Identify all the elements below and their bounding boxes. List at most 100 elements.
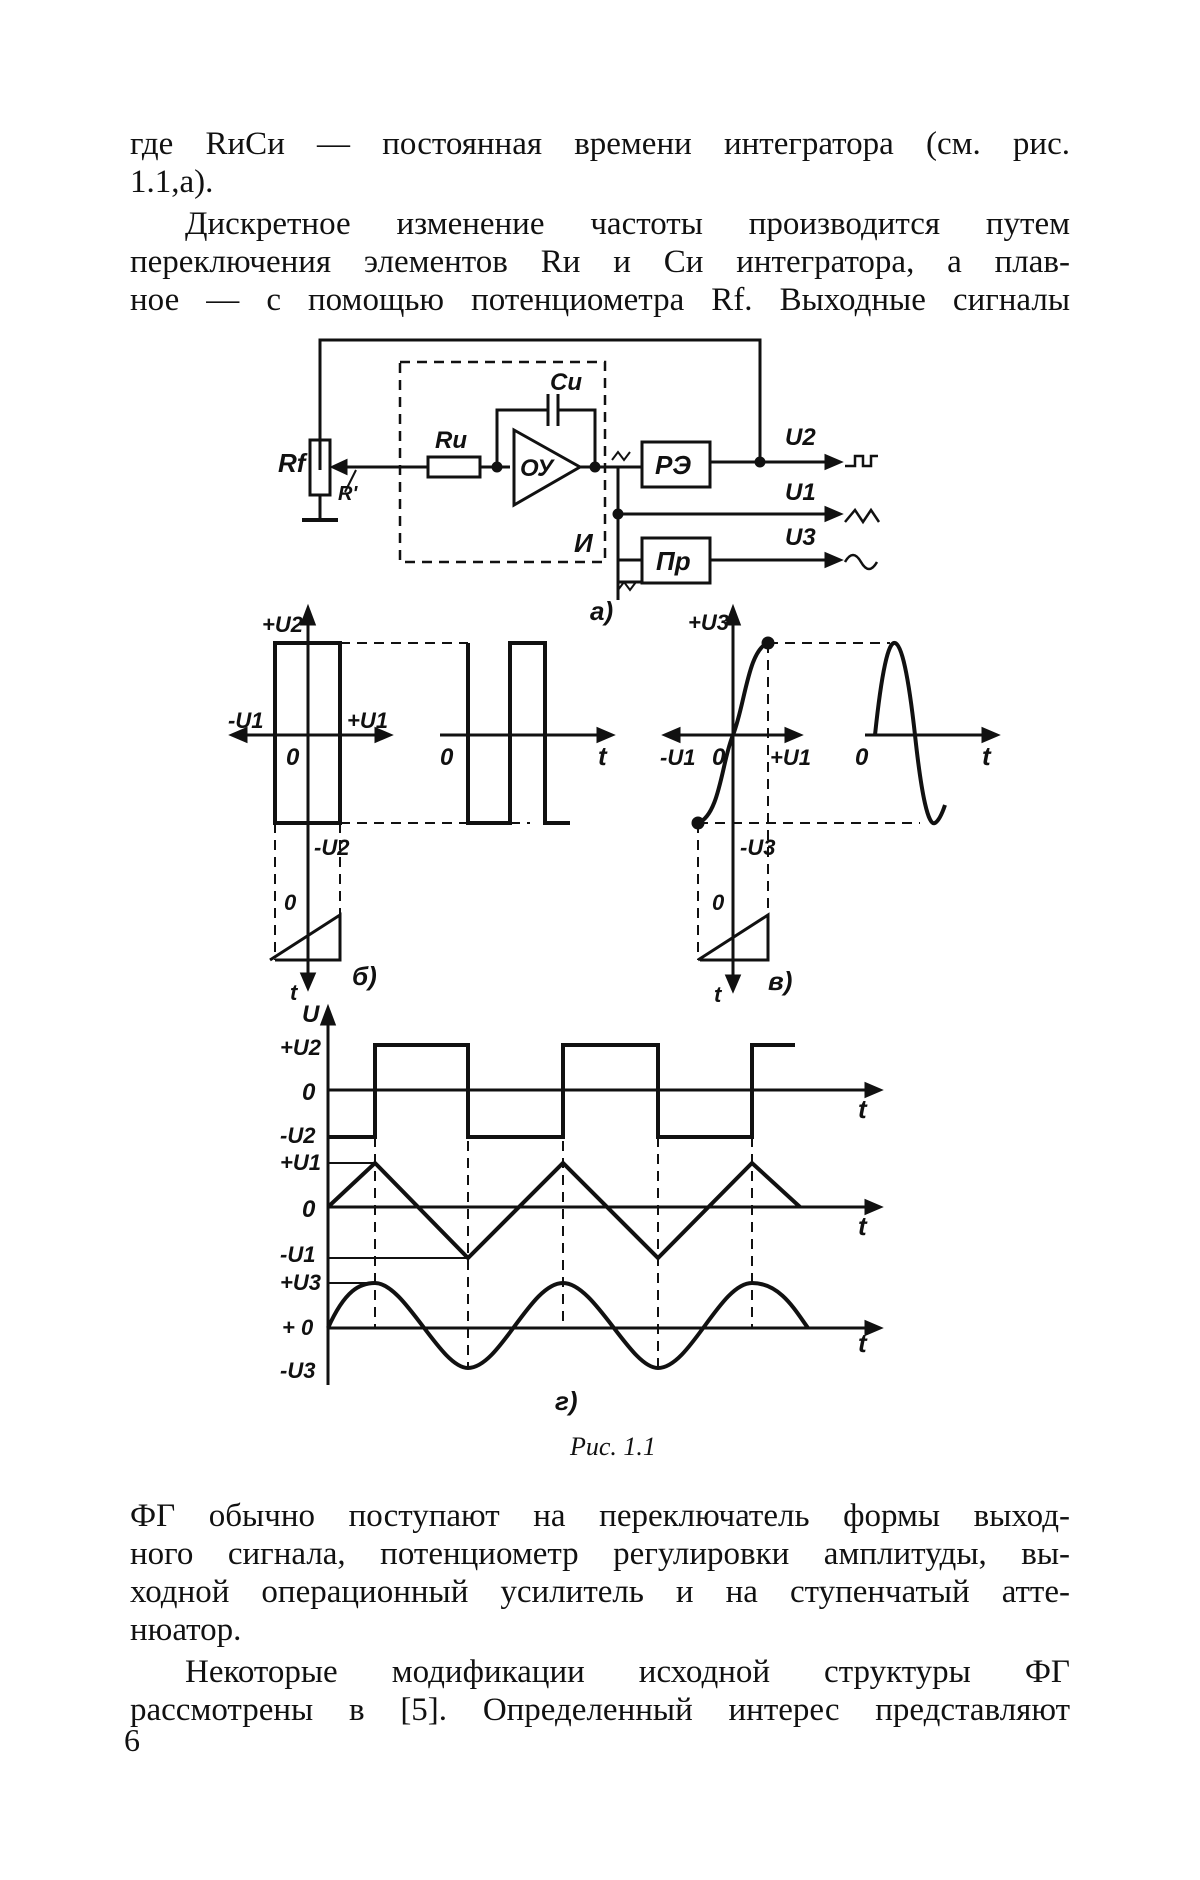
label-t: t	[598, 741, 608, 771]
figure-caption: Рис. 1.1	[569, 1432, 656, 1461]
label-minus-u1: -U1	[660, 745, 695, 770]
label-minus-u3: -U3	[280, 1358, 315, 1383]
text-line: 1.1,a).	[130, 164, 214, 200]
square-wave-icon	[845, 456, 878, 466]
page-number: 6	[124, 1722, 140, 1758]
subfig-label-v: в)	[768, 966, 792, 996]
label-minus-u2: -U2	[280, 1123, 316, 1148]
label-plus-u2: +U2	[262, 612, 304, 637]
label-minus-u3: -U3	[740, 835, 775, 860]
op-amp-triangle	[514, 430, 580, 505]
arrow	[322, 1008, 334, 1024]
label-plus-u1: +U1	[770, 745, 811, 770]
label-minus-u2: -U2	[314, 835, 350, 860]
diagram-b: +U2 -U1 +U1 0 -U2 0 t 0 t б)	[228, 608, 612, 1005]
label-t-down: t	[290, 980, 299, 1005]
label-zero-2: 0	[302, 1196, 316, 1223]
arrow	[376, 729, 390, 741]
junction-dot	[754, 456, 766, 468]
label-u2: U2	[785, 424, 816, 451]
paragraph-2: Дискретное изменение частоты производитс…	[130, 205, 1070, 319]
paragraph-4: Некоторые модификации исходной структуры…	[130, 1653, 1070, 1729]
sine-output	[875, 643, 945, 823]
label-zero-tri: 0	[712, 890, 725, 915]
text-line: ное — с помощью потенциометра Rf. Выходн…	[130, 282, 1070, 318]
r-prime-pointer	[345, 470, 356, 492]
label-u3: U3	[785, 524, 816, 551]
label-plus-u2: +U2	[280, 1035, 322, 1060]
arrow	[866, 1201, 880, 1213]
label-ci: Cи	[550, 369, 582, 396]
sine-wave-u3	[328, 1283, 808, 1368]
subfig-label-a: а)	[590, 596, 613, 626]
label-ri: Rи	[435, 427, 467, 454]
label-rf: Rf	[278, 448, 308, 478]
paragraph-3: ФГ обычно поступают на переключатель фор…	[130, 1497, 1070, 1649]
text-line: Некоторые модификации исходной структуры…	[185, 1654, 1070, 1690]
label-plus-u3: +U3	[280, 1270, 321, 1295]
label-minus-u1: -U1	[280, 1242, 315, 1267]
shaper-curve	[698, 643, 768, 823]
label-t-down: t	[714, 982, 723, 1007]
integrator-box	[400, 362, 605, 562]
square-wave	[468, 643, 570, 823]
arrow	[302, 608, 314, 624]
label-u: U	[302, 1001, 320, 1028]
wire	[558, 410, 595, 467]
wiper-arrow	[333, 461, 346, 473]
label-u1: U1	[785, 479, 816, 506]
subfig-label-b: б)	[352, 961, 377, 991]
wire	[497, 410, 548, 467]
label-zero: 0	[712, 744, 726, 771]
arrow	[302, 974, 314, 988]
arrow	[826, 554, 840, 566]
triangle-input	[270, 915, 340, 960]
diagram-g: U +U2 0 -U2 +U1 0 -U1 +U3 + 0 -U3 t t t …	[280, 1001, 880, 1416]
arrow	[983, 729, 997, 741]
label-rz: РЭ	[655, 450, 691, 480]
hysteresis-loop	[275, 643, 340, 823]
paragraph-1: где RиCи — постоянная времени интегратор…	[130, 125, 1070, 201]
arrow	[866, 1322, 880, 1334]
comparator-rz-block	[642, 442, 710, 487]
arrow	[826, 456, 840, 468]
label-plus-u1: +U1	[280, 1150, 321, 1175]
triangle-wave-icon	[845, 510, 879, 522]
arrow	[727, 976, 739, 990]
junction-dot	[589, 461, 601, 473]
arrow	[665, 729, 679, 741]
arrow	[826, 508, 840, 520]
label-zero-t: 0	[855, 744, 869, 771]
feedback-wire	[320, 340, 760, 470]
text-line: где RиCи — постоянная времени интегратор…	[130, 126, 1070, 162]
arrow	[786, 729, 800, 741]
label-t-2: t	[858, 1211, 868, 1241]
junction-dot	[612, 508, 624, 520]
label-r-prime: R'	[338, 483, 358, 505]
label-zero-3: + 0	[282, 1315, 314, 1340]
arrow	[727, 608, 739, 624]
label-t: t	[982, 741, 992, 771]
text-line: ного сигнала, потенциометр регулировки а…	[130, 1536, 1070, 1572]
text-line: переключения элементов Rи и Cи интеграто…	[130, 244, 1070, 280]
subfig-label-g: г)	[555, 1386, 578, 1416]
resistor-ri	[428, 457, 480, 477]
label-plus-u3: +U3	[688, 610, 729, 635]
text-line: нюатор.	[130, 1612, 242, 1648]
text-line: рассмотрены в [5]. Определенный интерес …	[130, 1692, 1070, 1728]
label-plus-u1: +U1	[347, 708, 388, 733]
label-zero-1: 0	[302, 1079, 316, 1106]
label-integrator: И	[574, 528, 594, 558]
label-minus-u1: -U1	[228, 708, 263, 733]
arrow	[232, 729, 246, 741]
text-line: Дискретное изменение частоты производитс…	[185, 206, 1070, 242]
label-zero: 0	[286, 744, 300, 771]
figure-1-1: Rf R' Rи Cи ОУ РЭ Пр И U2 U1 U3 а)	[228, 330, 1200, 1461]
label-pr: Пр	[656, 546, 691, 576]
triangle-wave-icon	[612, 452, 630, 460]
text-line: ходной операционный усилитель и на ступе…	[130, 1574, 1070, 1610]
label-t-1: t	[858, 1094, 868, 1124]
triangle-wave-icon	[618, 582, 636, 590]
sine-wave-icon	[845, 555, 877, 569]
